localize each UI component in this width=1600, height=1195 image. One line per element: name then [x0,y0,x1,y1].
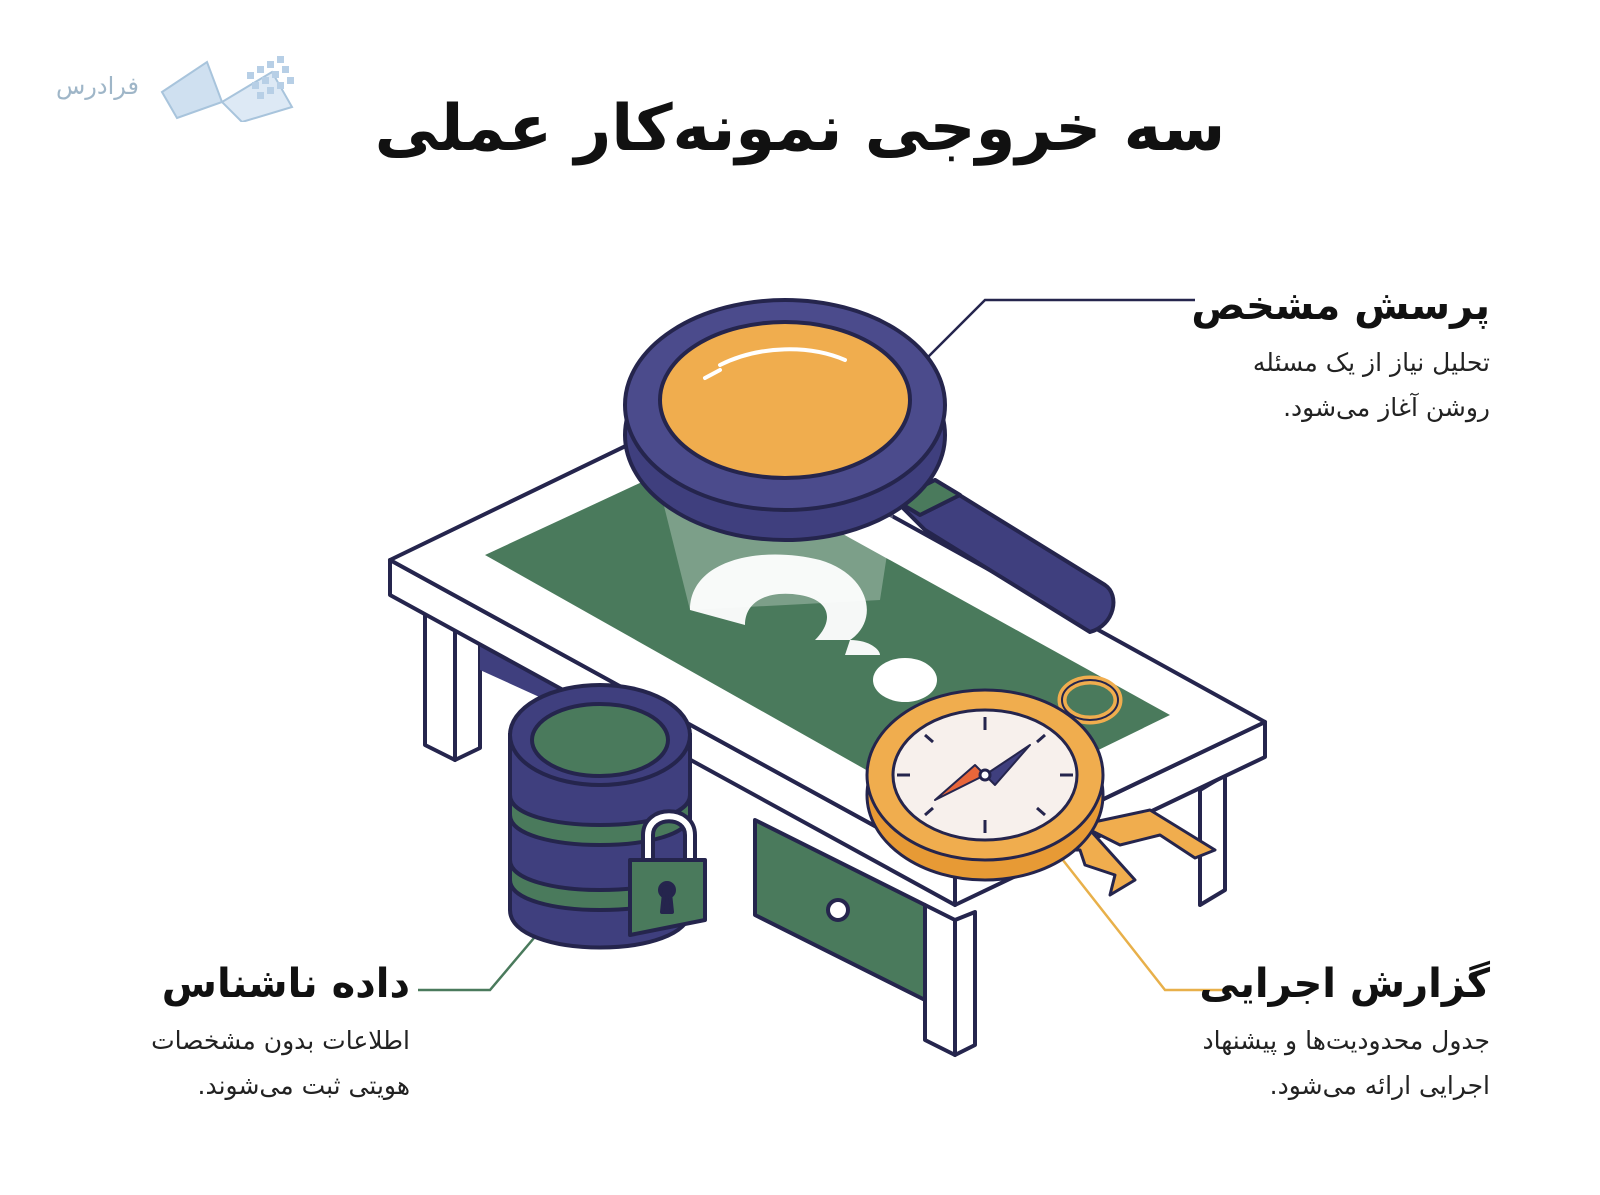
callout-line-anon [418,924,546,992]
item-report-heading: گزارش اجرایی [1199,961,1490,1007]
question-mark-icon [690,554,937,702]
callout-line-report [1054,849,1235,992]
item-report-line-2: اجرایی ارائه می‌شود. [1269,1071,1490,1100]
magnifier-icon [623,298,1116,634]
logo-text: فرادرس [56,72,139,100]
item-question-heading: پرسش مشخص [1191,283,1490,329]
item-question-line-1: تحلیل نیاز از یک مسئله [1252,348,1490,377]
item-question-desc: تحلیل نیاز از یک مسئله روشن آغاز می‌شود. [1130,340,1490,430]
item-anon-line-1: اطلاعات بدون مشخصات [151,1026,410,1055]
brand-logo: فرادرس [52,52,294,122]
callout-line-question [924,298,1195,361]
item-report-line-1: جدول محدودیت‌ها و پیشنهاد [1202,1026,1490,1055]
padlock-icon [628,809,707,937]
item-report-desc: جدول محدودیت‌ها و پیشنهاد اجرایی ارائه م… [1070,1018,1490,1108]
book-icon [160,56,294,122]
item-report: گزارش اجرایی جدول محدودیت‌ها و پیشنهاد ا… [1070,960,1490,1108]
item-question-line-2: روشن آغاز می‌شود. [1283,393,1490,422]
compass-icon [865,675,1217,897]
page-title: سه خروجی نمونه‌کار عملی [374,92,1226,166]
item-anon-desc: اطلاعات بدون مشخصات هویتی ثبت می‌شوند. [90,1018,410,1108]
item-anon-line-2: هویتی ثبت می‌شوند. [197,1071,411,1100]
item-question: پرسش مشخص تحلیل نیاز از یک مسئله روشن آغ… [1130,282,1490,430]
item-anon-heading: داده ناشناس [161,961,410,1007]
item-anon: داده ناشناس اطلاعات بدون مشخصات هویتی ثب… [90,960,410,1108]
